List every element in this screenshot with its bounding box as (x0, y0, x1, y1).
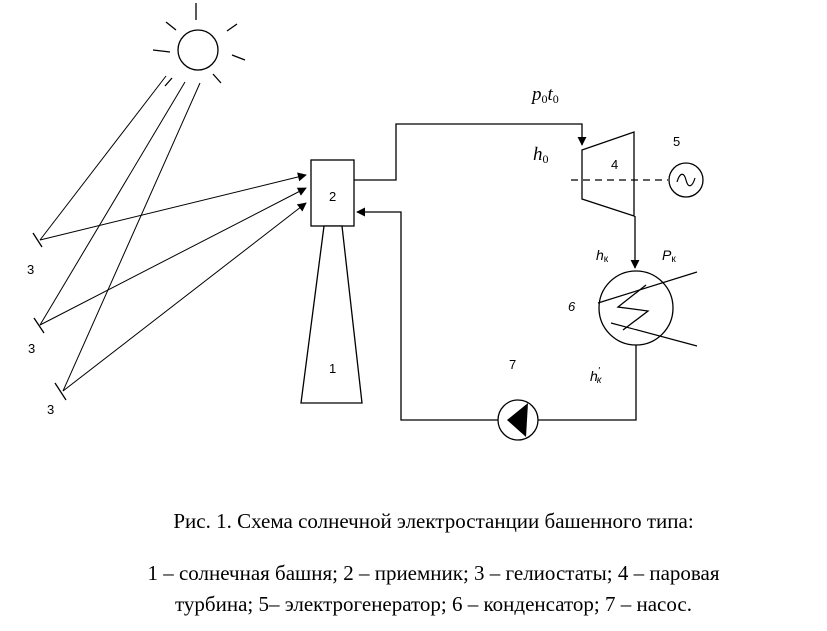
condenser-icon (597, 270, 698, 347)
condensate-enthalpy-label: h'к (590, 366, 603, 386)
figure-caption-legend: 1 – солнечная башня; 2 – приемник; 3 – г… (0, 558, 827, 620)
solar-tower (300, 225, 363, 404)
feedwater-line (356, 207, 498, 421)
sun-icon (152, 3, 246, 87)
condenser-label: 6 (568, 299, 576, 314)
receiver-label: 2 (329, 189, 336, 204)
turbine-label: 4 (611, 157, 618, 172)
generator-icon (668, 162, 704, 198)
heliostat-label: 3 (28, 341, 35, 356)
reflected-rays (39, 172, 307, 392)
pump-label: 7 (509, 357, 516, 372)
steam-turbine (581, 131, 635, 217)
steam-params-label: p0t0 (530, 84, 559, 106)
receiver-box (310, 159, 355, 227)
heliostat-label: 3 (27, 262, 34, 277)
pump-icon (497, 399, 539, 441)
legend-line: турбина; 5– электрогенератор; 6 – конден… (175, 592, 692, 616)
steam-line (354, 123, 587, 181)
solar-power-plant-diagram: 1 2 3 3 3 4 5 6 7 p0t0 h0 hк Pк h'к (27, 3, 704, 441)
legend-line: 1 – солнечная башня; 2 – приемник; 3 – г… (147, 561, 720, 585)
heliostat-label: 3 (47, 402, 54, 417)
figure-caption-title: Рис. 1. Схема солнечной электростанции б… (173, 509, 694, 533)
tower-label: 1 (329, 361, 336, 376)
exhaust-pressure-label: Pк (662, 247, 676, 265)
generator-label: 5 (673, 134, 680, 149)
exhaust-enthalpy-label: hк (596, 247, 609, 265)
inlet-enthalpy-label: h0 (533, 144, 549, 166)
sun-rays (39, 75, 201, 392)
condensate-return-line (538, 345, 637, 421)
heliostat-mirrors (32, 232, 67, 401)
